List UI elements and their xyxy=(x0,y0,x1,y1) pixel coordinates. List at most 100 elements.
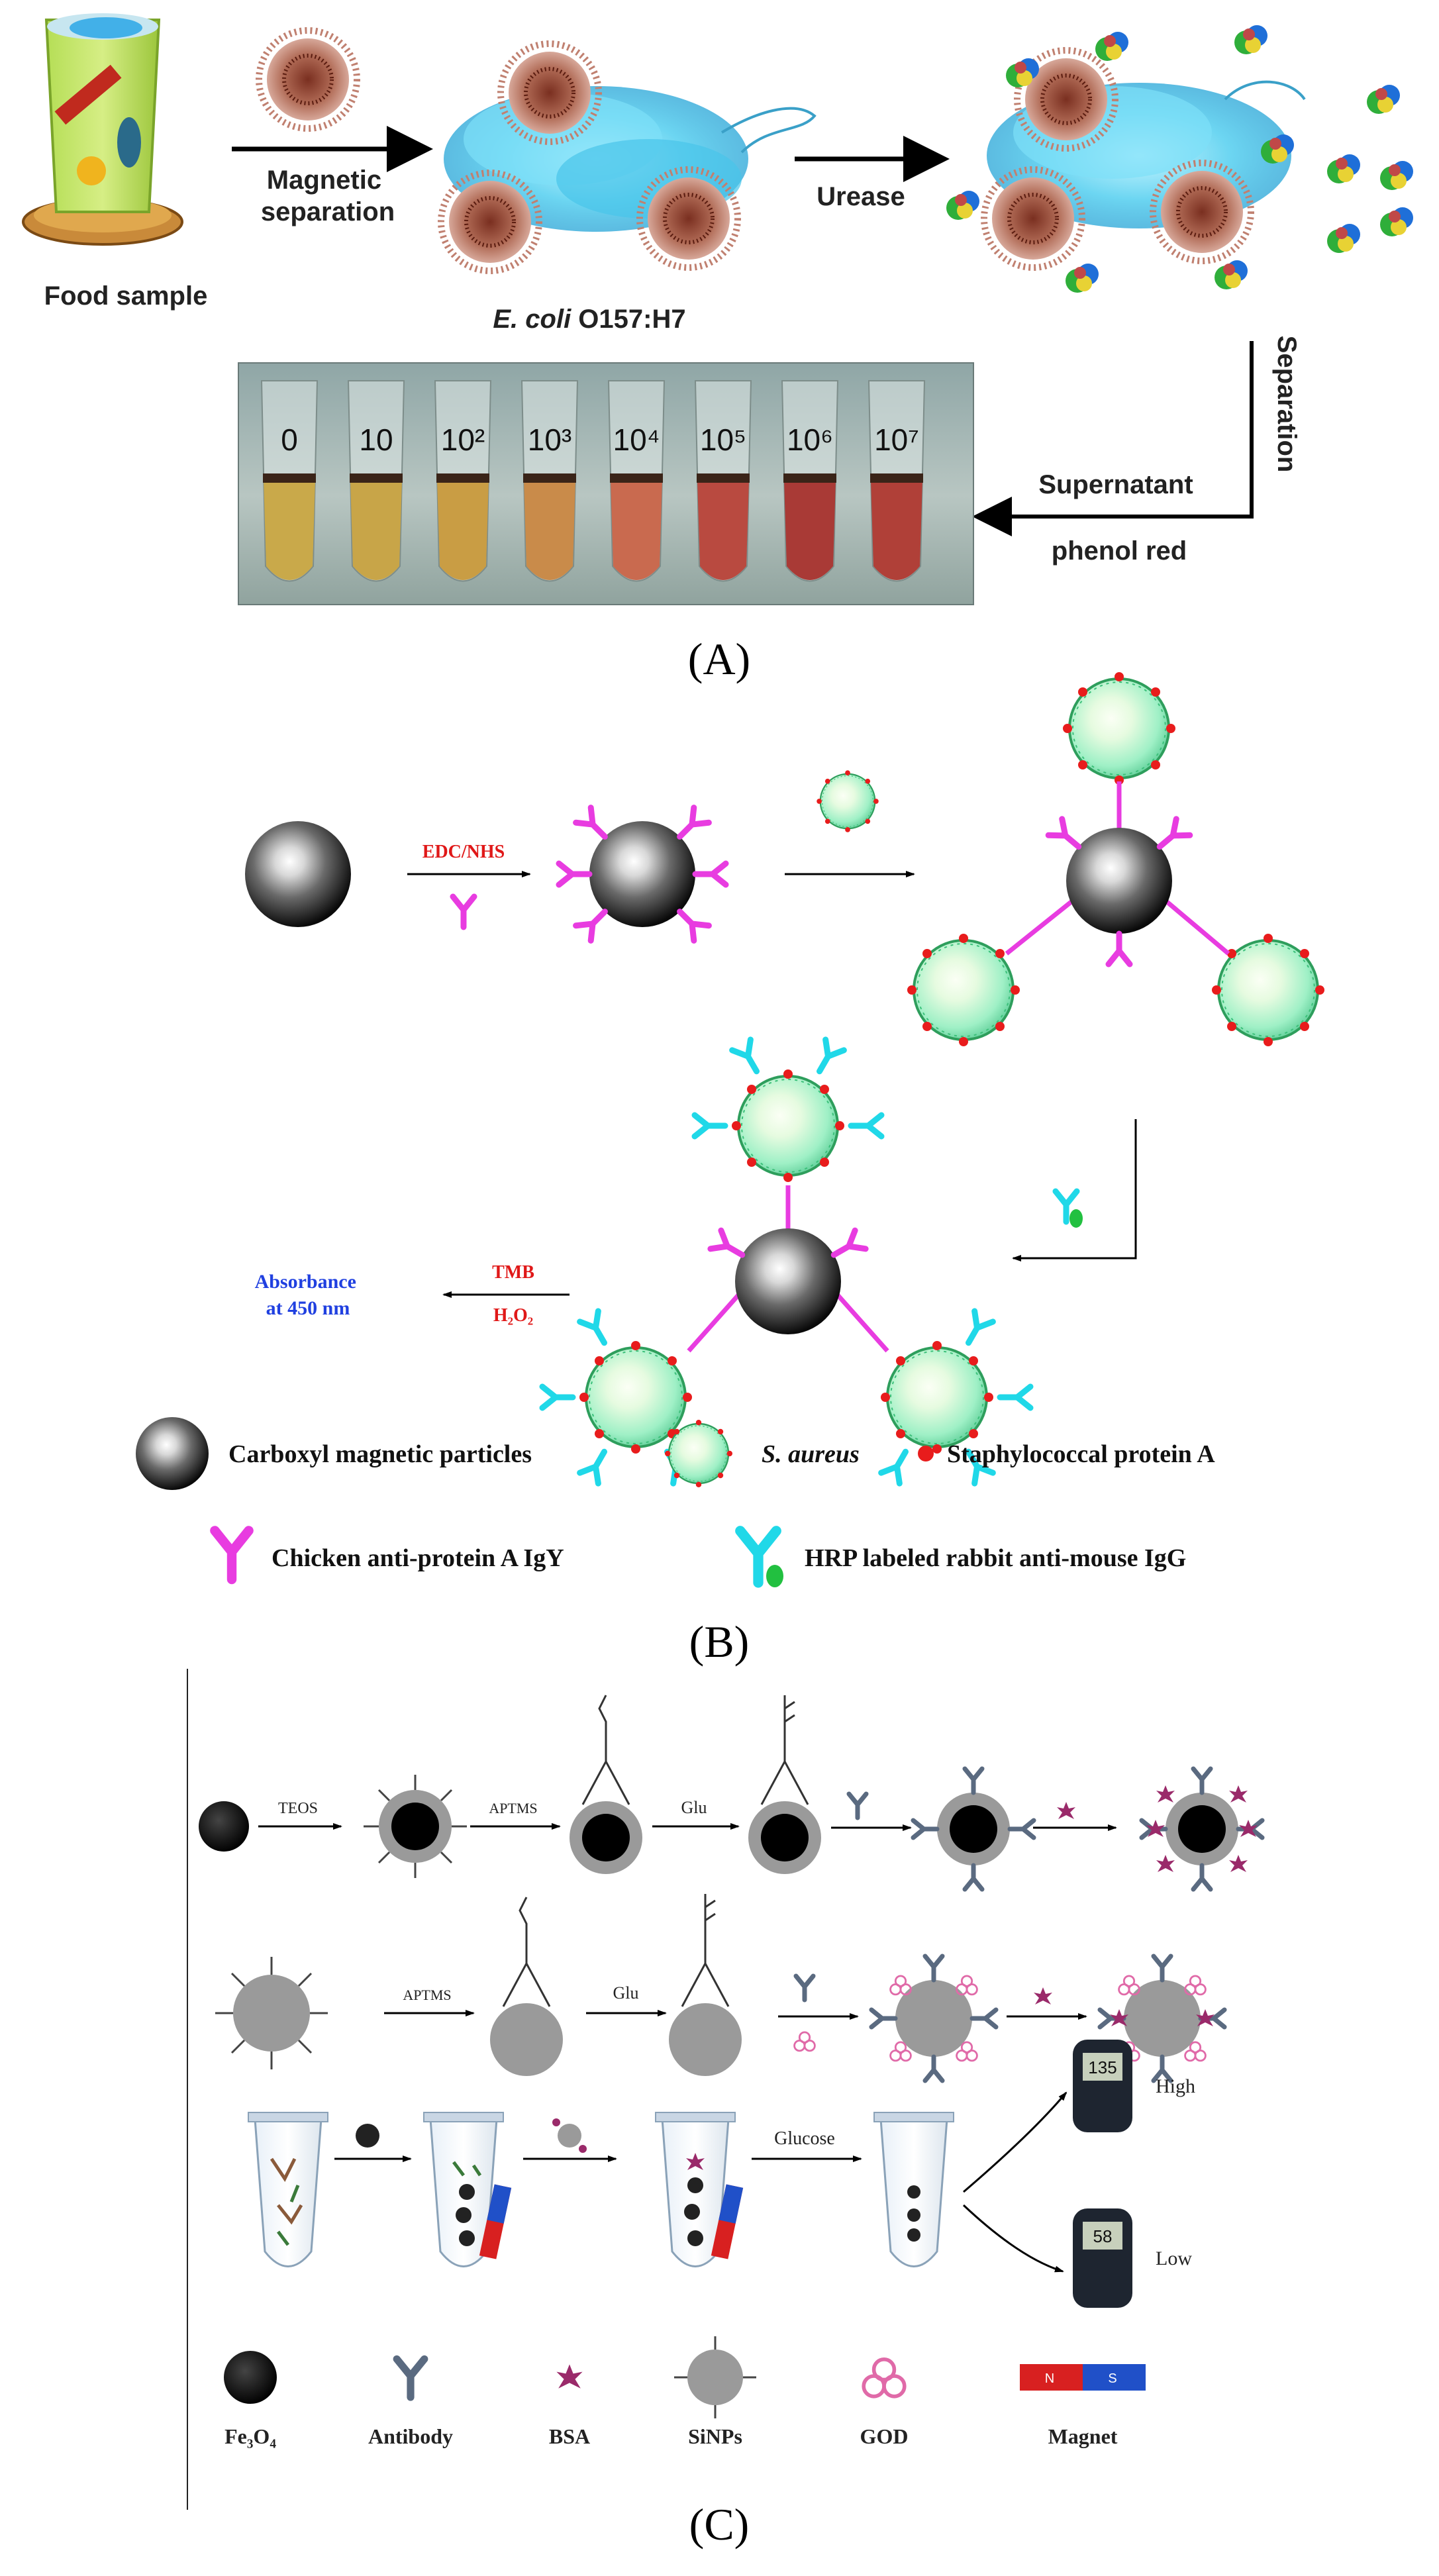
tube-label-7: 10⁷ xyxy=(874,422,919,457)
tube-liquid-6 xyxy=(784,480,836,580)
legend-carboxyl-icon xyxy=(136,1417,209,1490)
sinp-aptms-icon xyxy=(490,1897,563,2076)
tube-label-0: 0 xyxy=(281,422,298,457)
sinp-ab-god-icon xyxy=(871,1956,996,2081)
caption-a: (A) xyxy=(688,634,750,684)
h2o2-label: H₂O₂ xyxy=(493,1305,533,1326)
caption-c: (C) xyxy=(689,2499,750,2550)
food-sample-cup-icon xyxy=(22,13,183,246)
caption-b: (B) xyxy=(689,1616,750,1667)
absorbance-line1: Absorbance xyxy=(255,1271,356,1293)
bsa-step-2-icon xyxy=(1034,1987,1052,2005)
tube-6: 10⁶ xyxy=(781,380,839,582)
antibody-step-2-icon xyxy=(796,1976,813,2000)
tube-0: 0 xyxy=(260,380,319,582)
legend-c: Fe₃O₄ Antibody BSA SiNPs GOD N S Magne xyxy=(224,2336,1146,2448)
legend-magnet-icon: N S xyxy=(1020,2364,1146,2391)
ecoli-strain: O157:H7 xyxy=(571,305,685,334)
glu-core-icon xyxy=(748,1695,821,1874)
separation-label: Separation xyxy=(1272,336,1301,473)
meter-low-value: 58 xyxy=(1093,2226,1113,2246)
magnetic-label: Magnetic separation xyxy=(261,166,395,226)
tube-sample-icon xyxy=(248,2112,328,2267)
tube-liquid-0 xyxy=(264,480,315,580)
sinp-bsa-icon xyxy=(1100,1956,1224,2081)
ecoli-italic: E. coli xyxy=(493,305,571,334)
legend-hrp-icon xyxy=(740,1531,783,1587)
tube-liquid-5 xyxy=(697,480,749,580)
legend-antibody-icon xyxy=(397,2359,424,2397)
legend-bsa-label: BSA xyxy=(549,2424,590,2448)
bsa-step-icon xyxy=(1057,1802,1075,1819)
complex-saureus xyxy=(906,671,1326,1048)
legend-fe3o4-label: Fe₃O₄ xyxy=(224,2424,276,2448)
legend-protein-a-icon xyxy=(918,1446,934,1461)
antibody-step-icon xyxy=(849,1794,866,1818)
tube-label-5: 10⁵ xyxy=(700,422,746,457)
tube-label-1: 10 xyxy=(359,422,393,457)
tube-2: 10² xyxy=(434,380,492,582)
legend-saureus-label: S. aureus xyxy=(762,1440,860,1468)
aptms-core-icon xyxy=(570,1695,642,1874)
food-sample-label: Food sample xyxy=(44,281,208,311)
meter-high-value: 135 xyxy=(1088,2057,1116,2077)
tube-4: 10⁴ xyxy=(607,380,666,582)
legend-antibody-label: Antibody xyxy=(368,2424,453,2448)
tube-magnet-1-icon xyxy=(423,2112,512,2267)
free-urease-icons xyxy=(1327,85,1413,253)
carboxyl-particle-icon xyxy=(245,821,351,927)
supernatant-label: Supernatant xyxy=(1038,470,1193,499)
panel-b: EDC/NHS xyxy=(136,671,1326,1667)
panel-a: Food sample Magnetic separation E. coli … xyxy=(22,13,1413,684)
glucose-label: Glucose xyxy=(774,2128,835,2149)
tube-7: 10⁷ xyxy=(868,380,926,582)
arrow-hrp xyxy=(1012,1119,1137,1262)
legend-magnet-label: Magnet xyxy=(1048,2424,1118,2448)
tube-3: 10³ xyxy=(521,380,579,582)
edc-nhs-label: EDC/NHS xyxy=(422,842,505,862)
ecoli-label: E. coli O157:H7 xyxy=(493,305,685,334)
legend-b: Carboxyl magnetic particles S. aureus St… xyxy=(136,1417,1215,1587)
glu-2-label: Glu xyxy=(613,1983,639,2003)
saureus-icon xyxy=(816,769,879,833)
magnetic-label-line2: separation xyxy=(261,197,395,226)
assay-tubes: Glucose 135 High 58 Low xyxy=(248,2040,1195,2308)
tube-label-3: 10³ xyxy=(528,422,571,457)
tube-label-2: 10² xyxy=(441,422,485,457)
ab-core-icon xyxy=(913,1769,1034,1889)
tube-liquid-1 xyxy=(350,480,402,580)
god-step-icon xyxy=(793,2031,816,2052)
urease-cluster-icon xyxy=(946,25,1306,293)
tube-label-6: 10⁶ xyxy=(787,422,833,457)
legend-bsa-icon xyxy=(556,2364,583,2389)
aptms-2-label: APTMS xyxy=(403,1987,451,2003)
high-label: High xyxy=(1156,2075,1195,2097)
legend-saureus-icon xyxy=(664,1418,734,1489)
urease-label: Urease xyxy=(817,182,905,211)
legend-igy-icon xyxy=(215,1530,248,1579)
legend-god-label: GOD xyxy=(860,2424,909,2448)
legend-sinps-icon xyxy=(674,2336,756,2418)
sinp-glu-icon xyxy=(669,1894,742,2076)
phenol-red-label: phenol red xyxy=(1052,536,1187,566)
tube-1: 10 xyxy=(347,380,405,582)
legend-sinps-label: SiNPs xyxy=(688,2424,742,2448)
legend-igy-label: Chicken anti-protein A IgY xyxy=(272,1544,564,1572)
magnetic-label-line1: Magnetic xyxy=(267,166,381,195)
tube-liquid-4 xyxy=(611,480,662,580)
low-label: Low xyxy=(1156,2248,1192,2269)
legend-hrp-label: HRP labeled rabbit anti-mouse IgG xyxy=(805,1544,1186,1572)
sinp-oh-icon xyxy=(215,1957,328,2069)
aptms-1-label: APTMS xyxy=(489,1800,537,1816)
legend-carboxyl-label: Carboxyl magnetic particles xyxy=(228,1440,532,1468)
magnetic-bead-icon xyxy=(259,30,357,128)
absorbance-label: Absorbance at 450 nm xyxy=(255,1271,362,1319)
tube-liquid-3 xyxy=(524,480,575,580)
legend-magnet-n: N xyxy=(1045,2371,1054,2386)
legend-magnet-s: S xyxy=(1108,2371,1116,2386)
curve-arrow-meters xyxy=(963,2091,1067,2193)
legend-protein-a-label: Staphylococcal protein A xyxy=(947,1440,1215,1468)
arrow-separation xyxy=(972,341,1254,536)
glu-1-label: Glu xyxy=(681,1798,707,1817)
